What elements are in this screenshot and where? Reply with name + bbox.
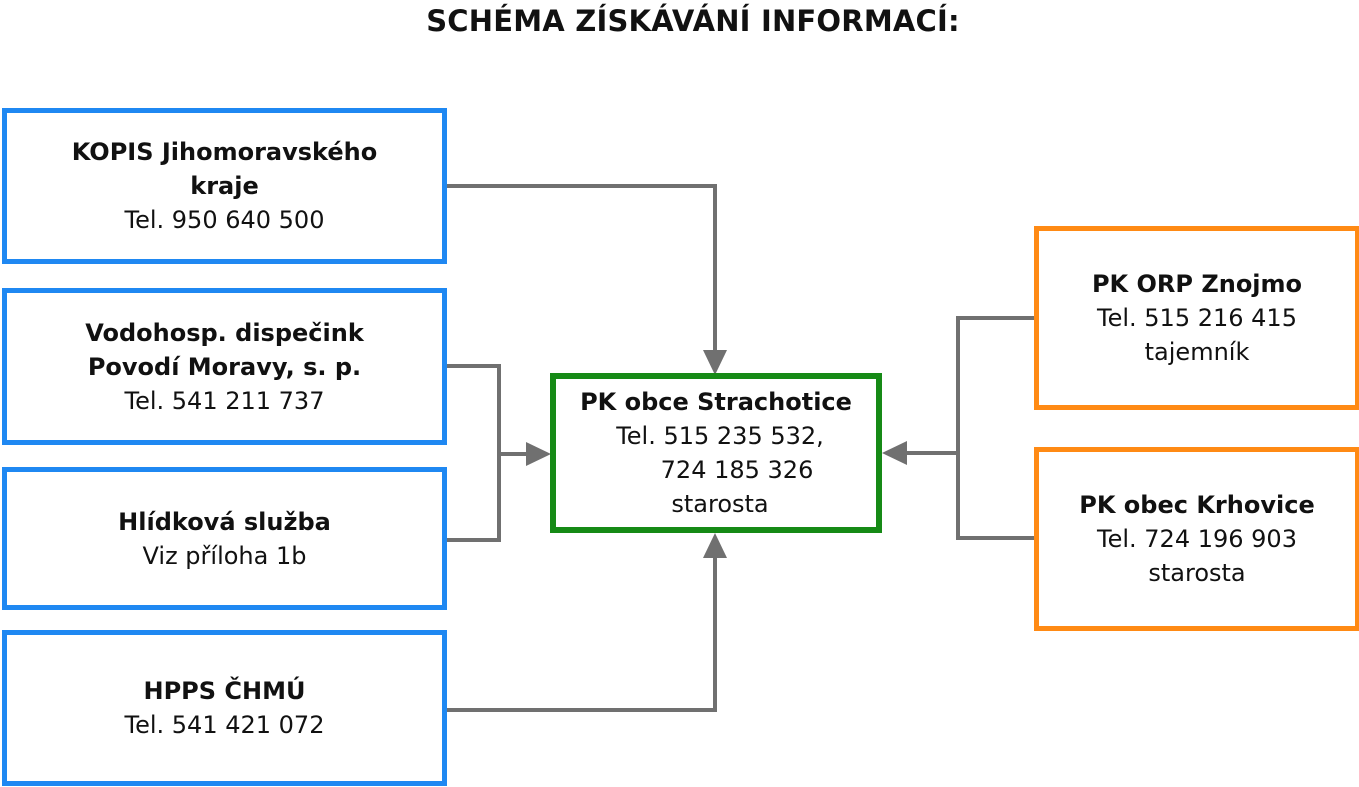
connector-peers — [956, 316, 1037, 540]
peer-box-krhovice: PK obec Krhovice Tel. 724 196 903 staros… — [1034, 447, 1359, 631]
source-detail: Tel. 541 211 737 — [124, 386, 325, 415]
center-phone-1: Tel. 515 235 532, — [616, 422, 824, 450]
center-role: starosta — [671, 490, 769, 518]
source-name: HPPS ČHMÚ — [143, 677, 306, 705]
source-name: Hlídková služba — [118, 507, 331, 536]
source-detail: Viz příloha 1b — [142, 541, 307, 570]
arrowhead-left — [526, 442, 551, 466]
peer-name: PK obec Krhovice — [1079, 491, 1315, 519]
connector-kopis-to-center — [446, 184, 717, 350]
source-box-hpps: HPPS ČHMÚ Tel. 541 421 072 — [2, 630, 447, 786]
connector-hpps-to-center — [446, 557, 717, 712]
source-detail: Tel. 541 421 072 — [124, 711, 325, 739]
center-name: PK obce Strachotice — [580, 388, 852, 416]
peer-role: starosta — [1148, 559, 1246, 587]
center-phone-2: 724 185 326 — [660, 456, 814, 484]
connector-vodohosp — [446, 364, 501, 542]
peer-role: tajemník — [1144, 338, 1250, 366]
arrowhead-bottom — [703, 533, 727, 558]
center-box-strachotice: PK obce Strachotice Tel. 515 235 532, 72… — [550, 373, 882, 533]
source-box-kopis: KOPIS Jihomoravského kraje Tel. 950 640 … — [2, 108, 447, 264]
arrowhead-right — [882, 441, 907, 465]
peer-phone: Tel. 724 196 903 — [1097, 525, 1297, 553]
peer-box-orp-znojmo: PK ORP Znojmo Tel. 515 216 415 tajemník — [1034, 226, 1359, 410]
peer-phone: Tel. 515 216 415 — [1097, 304, 1297, 332]
diagram-title: SCHÉMA ZÍSKÁVÁNÍ INFORMACÍ: — [426, 4, 960, 38]
source-box-vodohosp: Vodohosp. dispečink Povodí Moravy, s. p.… — [2, 288, 447, 445]
source-box-hlidkova: Hlídková služba Viz příloha 1b — [2, 467, 447, 610]
peer-name: PK ORP Znojmo — [1091, 270, 1303, 298]
source-detail: Tel. 950 640 500 — [124, 206, 325, 234]
source-name: Vodohosp. dispečink Povodí Moravy, s. p. — [85, 318, 364, 381]
arrowhead-top — [703, 350, 727, 375]
source-name: KOPIS Jihomoravského kraje — [71, 138, 378, 200]
